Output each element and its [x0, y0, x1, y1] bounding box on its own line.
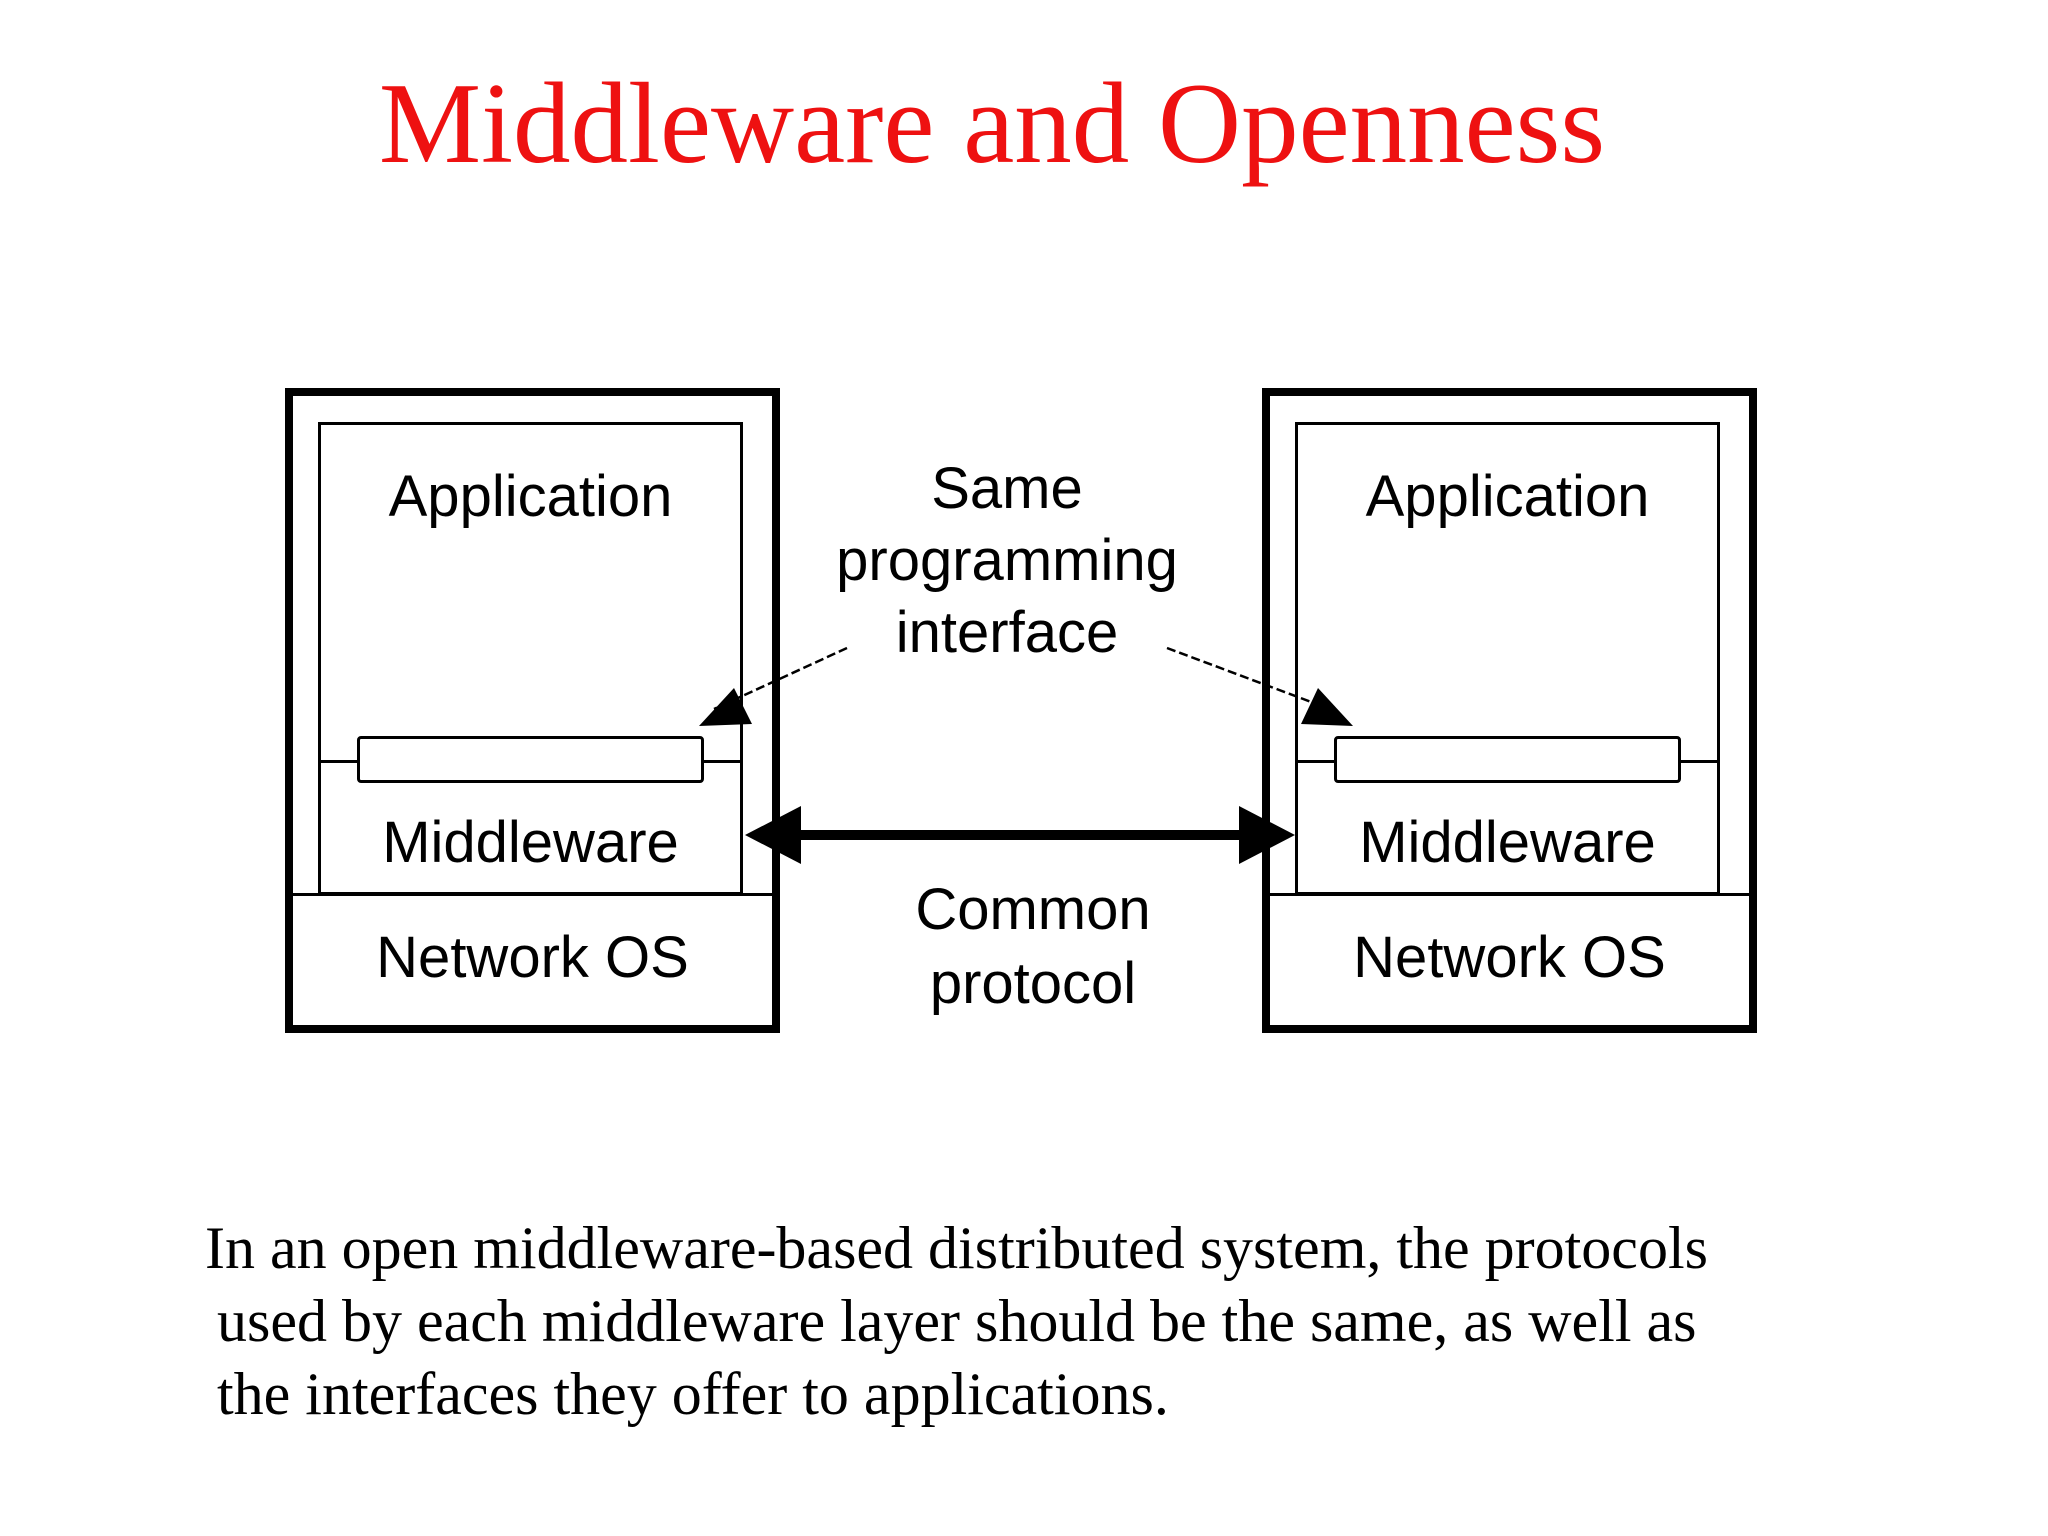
annotation-line: protocol: [929, 951, 1137, 1016]
annotation-line: Same: [931, 456, 1083, 521]
annotation-line: programming: [836, 528, 1178, 593]
body-text: In an open middleware-based distributed …: [205, 1212, 1905, 1431]
middleware-label-left: Middleware: [382, 810, 679, 875]
network-os-divider-left: [293, 893, 772, 896]
annotation-same-programming-interface: Same programming interface: [757, 453, 1257, 669]
machine-left: Application Middleware Network OS: [285, 388, 780, 1033]
middleware-label-right: Middleware: [1359, 810, 1656, 875]
interface-bar-right: [1334, 736, 1681, 783]
annotation-line: Common: [915, 877, 1151, 942]
slide-title: Middleware and Openness: [378, 60, 1606, 187]
interface-bar-left: [357, 736, 704, 783]
network-os-label-left: Network OS: [376, 925, 689, 990]
network-os-label-right: Network OS: [1353, 925, 1666, 990]
annotation-common-protocol: Common protocol: [783, 873, 1283, 1021]
application-middleware-box-right: [1295, 422, 1720, 895]
body-line: the interfaces they offer to application…: [217, 1361, 1169, 1427]
machine-right: Application Middleware Network OS: [1262, 388, 1757, 1033]
body-line: used by each middleware layer should be …: [217, 1288, 1697, 1354]
application-middleware-box-left: [318, 422, 743, 895]
annotation-line: interface: [895, 600, 1119, 665]
body-line: In an open middleware-based distributed …: [205, 1215, 1708, 1281]
application-label-right: Application: [1365, 464, 1650, 529]
network-os-divider-right: [1270, 893, 1749, 896]
application-label-left: Application: [388, 464, 673, 529]
